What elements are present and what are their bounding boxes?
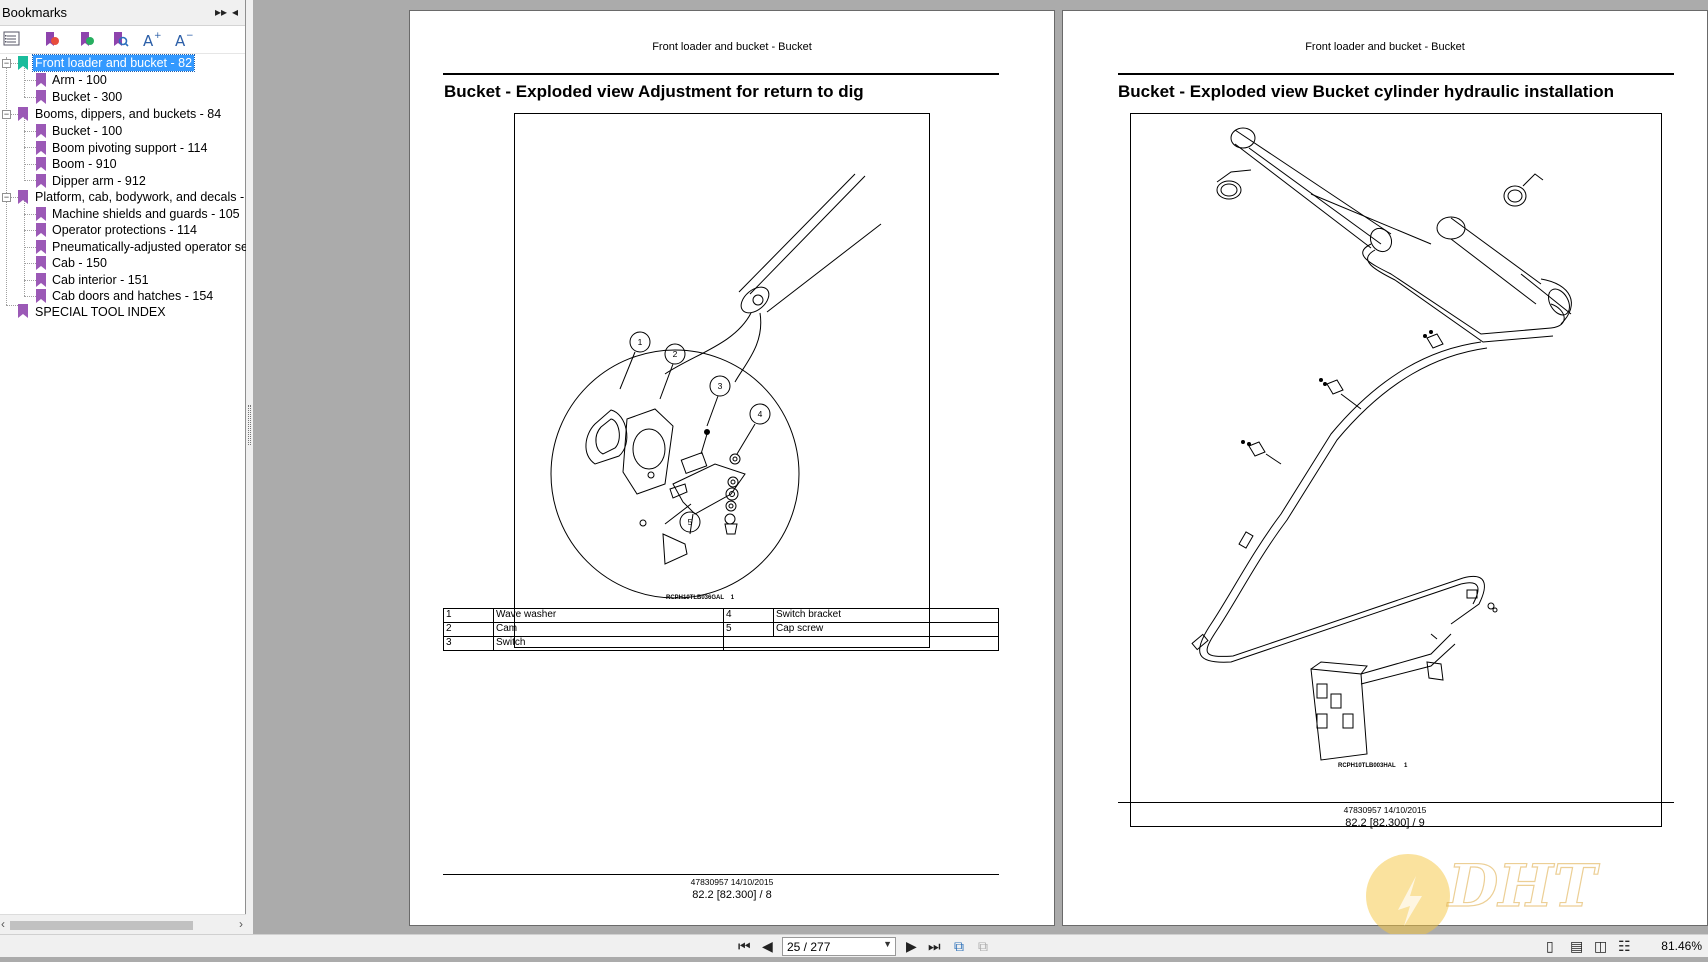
decrease-text-size-icon[interactable]: A− (174, 30, 196, 50)
chevron-down-icon[interactable]: ▼ (883, 939, 892, 949)
bookmark-icon (36, 141, 46, 155)
add-bookmark-icon[interactable] (77, 30, 99, 50)
bookmark-icon (36, 256, 46, 270)
bookmark-icon (36, 90, 46, 104)
bookmark-icon (36, 240, 46, 254)
previous-page-icon[interactable]: ◀ (762, 938, 773, 954)
single-page-view-icon[interactable]: ▯ (1546, 938, 1554, 954)
two-page-continuous-view-icon[interactable]: ☷ (1618, 938, 1631, 954)
hydraulic-installation-figure (1130, 113, 1662, 827)
bookmark-icon (18, 190, 28, 204)
continuous-view-icon[interactable]: ▤ (1570, 938, 1584, 954)
bookmark-icon (18, 56, 28, 70)
bookmarks-header: Bookmarks ▸▸ ◂ (0, 0, 245, 26)
panel-options-icon[interactable]: ▸▸ (215, 5, 228, 19)
collapse-toggle[interactable]: − (2, 192, 11, 202)
svg-text:A: A (143, 32, 154, 50)
expand-bookmark-icon[interactable] (42, 30, 64, 50)
figure-code: RCPH10TLB036GAL 1 (666, 595, 735, 601)
page-footer-number: 82.2 [82.300] / 8 (692, 889, 772, 901)
callout-1: 1 (638, 337, 643, 347)
bookmark-icon (36, 73, 46, 87)
last-page-icon[interactable]: ⏭ (928, 938, 941, 954)
page-title: Bucket - Exploded view Adjustment for re… (444, 82, 864, 101)
bucket-cylinder-hydraulic-drawing (1191, 127, 1572, 761)
collapse-panel-icon[interactable]: ◂ (232, 5, 239, 19)
exploded-view-figure: 1 2 3 4 5 (514, 113, 930, 648)
increase-text-size-icon[interactable]: A+ (142, 30, 164, 50)
scroll-thumb[interactable] (10, 921, 193, 930)
page-footer-doc: 47830957 14/10/2015 (690, 877, 774, 887)
bookmark-icon (36, 124, 46, 138)
bookmark-icon (36, 207, 46, 221)
svg-text:A: A (175, 32, 186, 50)
bookmark-icon (18, 304, 28, 318)
bookmark-icon (18, 107, 28, 121)
table-row: 2 Cam 5 Cap screw (443, 622, 999, 637)
bookmarks-toolbar: A+ A− (0, 26, 245, 54)
bookmarks-panel: Bookmarks ▸▸ ◂ A+ A− (0, 0, 246, 934)
table-row: 1 Wave washer 4 Switch bracket (443, 608, 999, 623)
switch-assembly-drawing: 1 2 3 4 5 (550, 173, 882, 599)
bookmark-platform-cab-bodywork[interactable]: − Platform, cab, bodywork, and decals - (2, 190, 245, 204)
bookmark-booms-dippers-buckets[interactable]: − Booms, dippers, and buckets - 84 (2, 107, 222, 121)
svg-text:−: − (186, 31, 194, 41)
table-row: 3 Switch (443, 636, 999, 651)
document-view[interactable]: Front loader and bucket - Bucket Bucket … (253, 0, 1708, 934)
page-title: Bucket - Exploded view Bucket cylinder h… (1118, 82, 1614, 101)
bookmarks-tree: − Front loader and bucket - 82 Arm - 100… (0, 54, 246, 914)
callout-5: 5 (688, 517, 693, 527)
collapse-toggle[interactable]: − (2, 58, 11, 68)
parts-table: 1 Wave washer 4 Switch bracket 2 Cam 5 C… (443, 608, 999, 651)
bookmarks-title: Bookmarks (2, 5, 68, 20)
next-page-icon[interactable]: ▶ (906, 938, 917, 954)
scroll-left-icon[interactable]: ‹ (1, 917, 5, 931)
page-footer-doc: 47830957 14/10/2015 (1343, 805, 1427, 815)
scroll-right-icon[interactable]: › (239, 917, 243, 931)
zoom-level[interactable]: 81.46% (1661, 939, 1702, 953)
status-bar: ⏮ ◀ 25 / 277 ▼ ▶ ⏭ ⧉ ⧉ ▯ ▤ ◫ ☷ 81.46% (0, 934, 1708, 957)
previous-view-icon[interactable]: ⧉ (954, 938, 964, 954)
page-footer-number: 82.2 [82.300] / 9 (1345, 817, 1425, 829)
next-view-icon[interactable]: ⧉ (978, 938, 988, 954)
svg-text:+: + (154, 31, 162, 41)
bookmark-icon (36, 223, 46, 237)
find-bookmark-icon[interactable] (110, 30, 132, 50)
page-number-input[interactable]: 25 / 277 ▼ (782, 937, 896, 956)
callout-4: 4 (758, 409, 763, 419)
bookmark-icon (36, 157, 46, 171)
bookmark-options-icon[interactable] (2, 30, 24, 50)
page-running-header: Front loader and bucket - Bucket (1305, 41, 1465, 53)
panel-splitter[interactable] (246, 0, 253, 934)
first-page-icon[interactable]: ⏮ (738, 938, 751, 954)
bookmark-icon (36, 273, 46, 287)
bookmarks-horizontal-scrollbar[interactable]: ‹ › (0, 914, 246, 934)
callout-3: 3 (718, 381, 723, 391)
collapse-toggle[interactable]: − (2, 109, 11, 119)
bookmark-icon (36, 174, 46, 188)
bookmark-icon (36, 289, 46, 303)
bookmark-front-loader-and-bucket[interactable]: − Front loader and bucket - 82 (2, 54, 196, 72)
document-page-left: Front loader and bucket - Bucket Bucket … (409, 10, 1055, 926)
two-page-view-icon[interactable]: ◫ (1594, 938, 1608, 954)
document-page-right: Front loader and bucket - Bucket Bucket … (1062, 10, 1708, 926)
callout-2: 2 (673, 349, 678, 359)
figure-code: RCPH10TLB003HAL 1 (1338, 763, 1408, 769)
page-running-header: Front loader and bucket - Bucket (652, 41, 812, 53)
